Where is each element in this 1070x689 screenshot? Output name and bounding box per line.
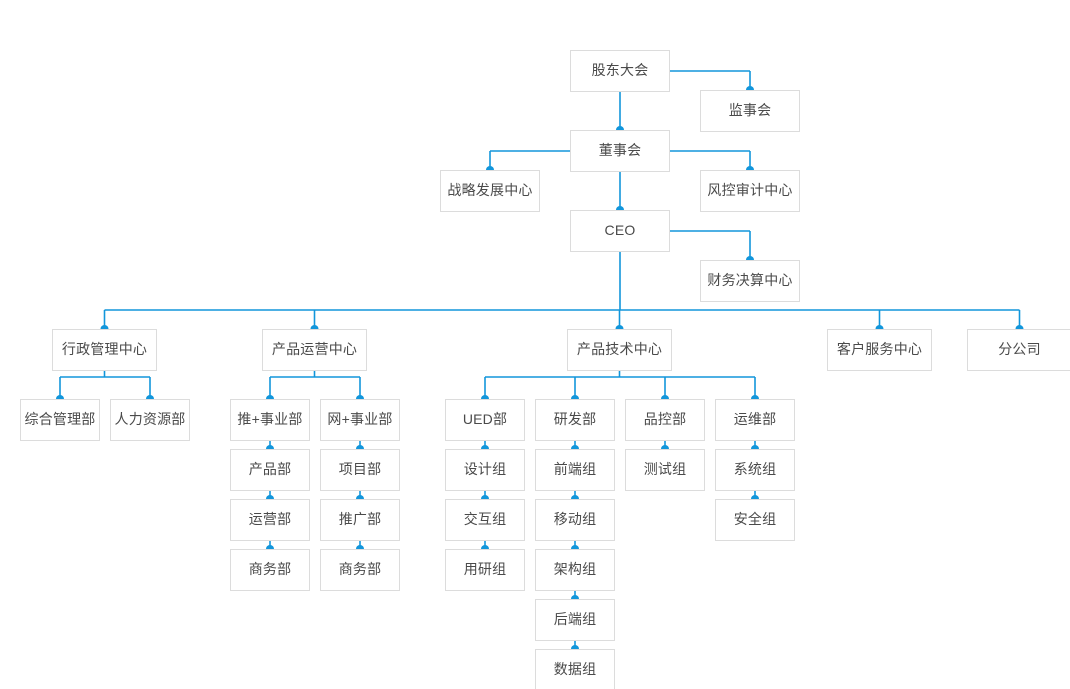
org-node-admin-center[interactable]: 行政管理中心 [52,329,157,371]
org-node-risk-audit-center[interactable]: 风控审计中心 [700,170,800,212]
org-node-ops-maint-dept[interactable]: 运维部 [715,399,795,441]
org-node-ceo[interactable]: CEO [570,210,670,252]
org-node-customer-service[interactable]: 客户服务中心 [827,329,932,371]
org-node-label: 客户服务中心 [836,341,923,358]
org-node-label: 数据组 [553,661,597,678]
org-node-label: 系统组 [733,461,777,478]
org-node-branch-company[interactable]: 分公司 [967,329,1070,371]
org-node-strategy-center[interactable]: 战略发展中心 [440,170,540,212]
org-node-system-group[interactable]: 系统组 [715,449,795,491]
org-node-label: 设计组 [463,461,507,478]
org-node-label: 股东大会 [591,62,649,79]
org-node-label: 安全组 [733,511,777,528]
org-node-label: 财务决算中心 [707,272,793,289]
org-node-label: 后端组 [553,611,597,628]
org-node-label: 董事会 [598,142,642,159]
org-node-product-tech-center[interactable]: 产品技术中心 [567,329,672,371]
org-node-label: 品控部 [643,411,687,428]
org-node-business-dept-b[interactable]: 商务部 [320,549,400,591]
org-node-business-dept-a[interactable]: 商务部 [230,549,310,591]
org-node-label: CEO [604,222,636,239]
org-node-label: 产品技术中心 [576,341,663,358]
org-node-label: 监事会 [728,102,772,119]
org-node-label: 行政管理中心 [61,341,148,358]
org-node-label: 人力资源部 [114,411,186,428]
org-node-product-dept[interactable]: 产品部 [230,449,310,491]
org-node-operations-dept[interactable]: 运营部 [230,499,310,541]
org-node-architecture-group[interactable]: 架构组 [535,549,615,591]
org-node-frontend-group[interactable]: 前端组 [535,449,615,491]
org-node-data-group[interactable]: 数据组 [535,649,615,689]
org-node-label: 研发部 [553,411,597,428]
org-node-qc-dept[interactable]: 品控部 [625,399,705,441]
org-node-rnd-dept[interactable]: 研发部 [535,399,615,441]
org-node-label: 运维部 [733,411,777,428]
org-node-product-ops-center[interactable]: 产品运营中心 [262,329,367,371]
org-node-supervisory[interactable]: 监事会 [700,90,800,132]
org-node-label: 交互组 [463,511,507,528]
org-node-shareholders[interactable]: 股东大会 [570,50,670,92]
org-node-label: 分公司 [998,341,1041,358]
org-node-label: 产品运营中心 [271,341,358,358]
org-node-label: 移动组 [553,511,597,528]
org-node-label: 用研组 [463,561,507,578]
org-node-label: 商务部 [338,561,382,578]
org-node-ued-dept[interactable]: UED部 [445,399,525,441]
org-node-board[interactable]: 董事会 [570,130,670,172]
org-node-label: 商务部 [248,561,292,578]
org-node-design-group[interactable]: 设计组 [445,449,525,491]
org-node-label: 前端组 [553,461,597,478]
org-node-finance-center[interactable]: 财务决算中心 [700,260,800,302]
org-node-label: 产品部 [248,461,292,478]
org-node-label: 风控审计中心 [707,182,793,199]
org-node-label: 战略发展中心 [447,182,533,199]
org-node-test-group[interactable]: 测试组 [625,449,705,491]
org-node-tui-business-unit[interactable]: 推+事业部 [230,399,310,441]
org-node-project-dept[interactable]: 项目部 [320,449,400,491]
org-node-hr-dept[interactable]: 人力资源部 [110,399,190,441]
org-node-mobile-group[interactable]: 移动组 [535,499,615,541]
org-node-wang-business-unit[interactable]: 网+事业部 [320,399,400,441]
org-node-promotion-dept[interactable]: 推广部 [320,499,400,541]
org-node-label: 项目部 [338,461,382,478]
org-node-label: 推广部 [338,511,382,528]
org-node-label: 推+事业部 [237,411,303,428]
org-node-user-research-group[interactable]: 用研组 [445,549,525,591]
org-node-label: 综合管理部 [24,411,96,428]
org-node-interaction-group[interactable]: 交互组 [445,499,525,541]
org-node-label: UED部 [462,411,508,428]
org-node-label: 测试组 [643,461,687,478]
org-node-label: 运营部 [248,511,292,528]
org-node-label: 架构组 [553,561,597,578]
org-node-general-admin-dept[interactable]: 综合管理部 [20,399,100,441]
org-node-backend-group[interactable]: 后端组 [535,599,615,641]
org-node-label: 网+事业部 [327,411,393,428]
org-node-security-group[interactable]: 安全组 [715,499,795,541]
